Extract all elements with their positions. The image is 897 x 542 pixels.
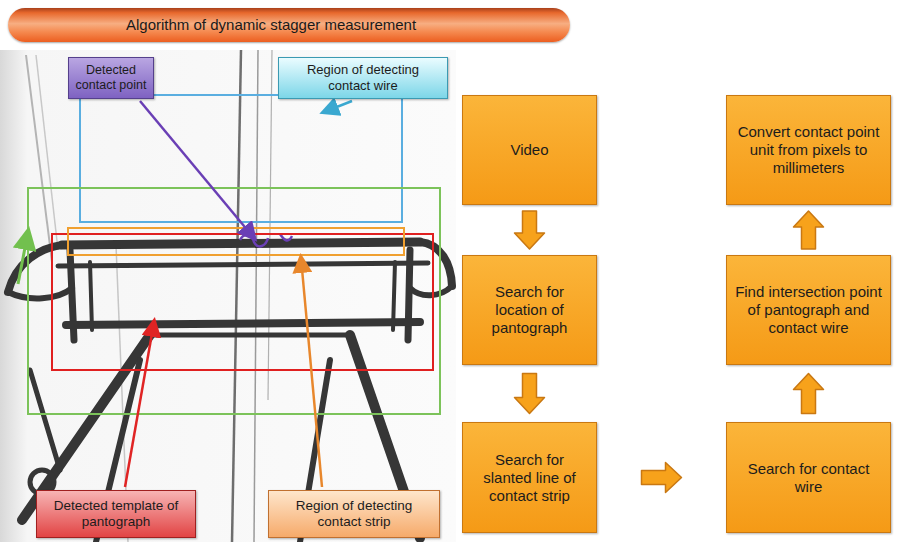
node-label: Search for slanted line of contact strip [469,451,590,505]
block-arrow [515,374,545,414]
block-arrow [515,211,545,249]
node-label: Detected contact point [75,63,147,93]
node-label: Convert contact point unit from pixels t… [733,123,884,177]
title-band: Algorithm of dynamic stagger measurement [8,8,570,42]
node-label: Region of detecting contact strip [275,498,433,530]
callout-box: Region of detecting contact strip [268,490,440,538]
diagram-title: Algorithm of dynamic stagger measurement [126,16,416,33]
node-label: Detected template of pantograph [43,498,189,530]
block-arrow [794,211,824,249]
process-box: Find intersection point of pantograph an… [726,255,891,365]
block-arrow [794,374,824,414]
process-box: Search for contact wire [726,422,891,533]
callout-box: Detected contact point [68,57,154,99]
process-box: Search for slanted line of contact strip [462,422,597,533]
callout-box: Detected template of pantograph [36,490,196,538]
process-box: Search for location of pantograph [462,255,597,365]
node-label: Search for location of pantograph [469,283,590,337]
node-label: Find intersection point of pantograph an… [733,283,884,337]
node-label: Region of detecting contact wire [285,62,441,93]
process-box: Video [462,95,597,205]
node-label: Video [510,141,548,159]
callout-box: Region of detecting contact wire [278,57,448,99]
process-box: Convert contact point unit from pixels t… [726,95,891,205]
block-arrow [642,463,682,493]
node-label: Search for contact wire [733,460,884,496]
